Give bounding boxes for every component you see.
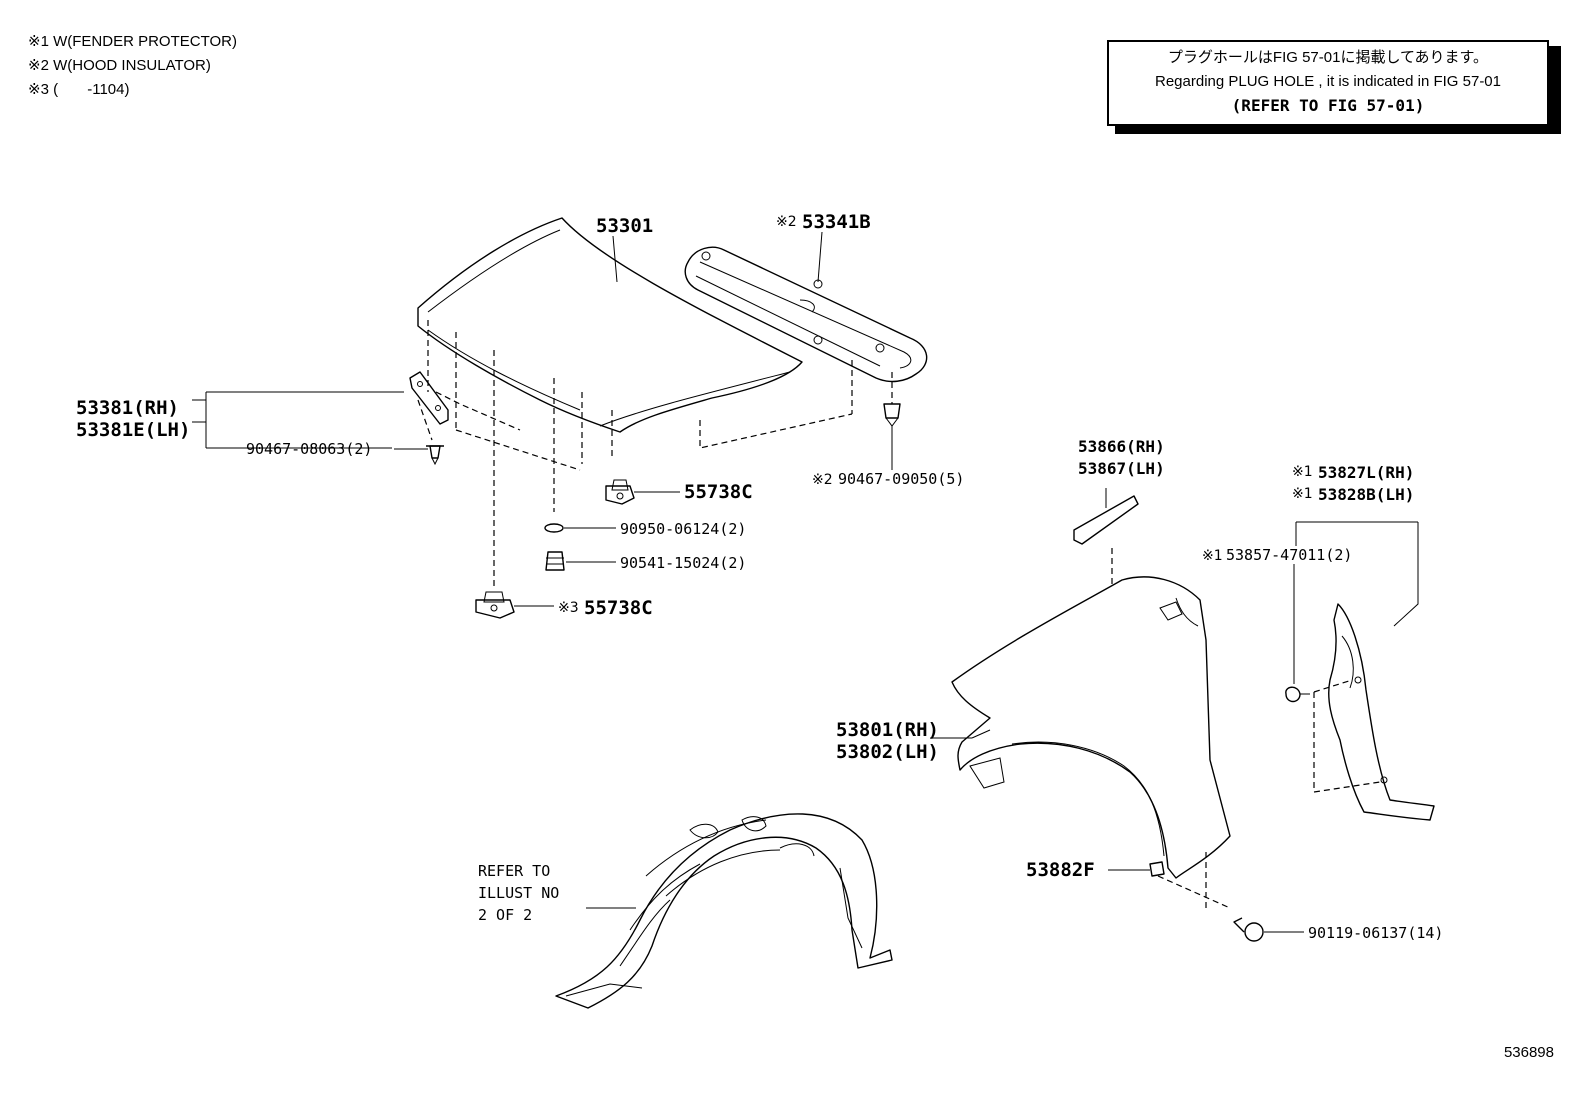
label-protector-rh: 53827L(RH) xyxy=(1318,463,1414,482)
hood-insulator[interactable] xyxy=(684,246,928,383)
fender-seal[interactable] xyxy=(1073,495,1139,545)
hood-nut-lower[interactable] xyxy=(475,591,515,619)
label-fender-lh: 53802(LH) xyxy=(836,741,939,763)
front-fender[interactable] xyxy=(951,576,1231,879)
hinge-clip[interactable] xyxy=(426,445,444,466)
reference-line-jp: プラグホールはFIG 57-01に掲載してあります。 xyxy=(1167,49,1489,66)
hood-cushion[interactable] xyxy=(545,551,565,571)
fender-liner[interactable] xyxy=(555,813,893,1009)
label-bracket: 53882F xyxy=(1026,859,1095,881)
mark-hood-insulator: ※2 xyxy=(776,214,797,230)
label-liner-ref-3: 2 OF 2 xyxy=(478,906,532,924)
hood-nut[interactable] xyxy=(605,479,635,505)
hood-panel[interactable] xyxy=(417,217,803,433)
mark-insulator-clip: ※2 xyxy=(812,472,833,488)
label-washer: 90950-06124(2) xyxy=(620,520,746,538)
label-protector-clip: 53857-47011(2) xyxy=(1226,546,1352,564)
figure-id: 536898 xyxy=(1503,1044,1554,1061)
fender-protector[interactable] xyxy=(1328,603,1435,821)
label-hood-nut: 55738C xyxy=(684,481,753,503)
label-hinge-lh: 53381E(LH) xyxy=(76,419,190,441)
fender-bracket[interactable] xyxy=(1149,861,1165,877)
hood-hinge[interactable] xyxy=(409,371,449,425)
note-hood-insulator: ※2 W(HOOD INSULATOR) xyxy=(28,57,211,74)
label-fender-rh: 53801(RH) xyxy=(836,719,939,741)
label-liner-ref-2: ILLUST NO xyxy=(478,884,559,902)
label-hinge-clip: 90467-08063(2) xyxy=(246,440,372,458)
label-cushion: 90541-15024(2) xyxy=(620,554,746,572)
label-seal-lh: 53867(LH) xyxy=(1078,459,1165,478)
reference-box: プラグホールはFIG 57-01に掲載してあります。 Regarding PLU… xyxy=(1107,40,1549,126)
fender-bolt[interactable] xyxy=(1233,917,1264,942)
mark-hood-nut-lower: ※3 xyxy=(558,600,579,616)
label-hood: 53301 xyxy=(596,215,653,237)
note-fender-protector: ※1 W(FENDER PROTECTOR) xyxy=(28,33,237,50)
mark-protector-rh: ※1 xyxy=(1292,464,1313,480)
reference-line-en: Regarding PLUG HOLE , it is indicated in… xyxy=(1155,73,1501,90)
washer[interactable] xyxy=(544,523,564,533)
mark-protector-lh: ※1 xyxy=(1292,486,1313,502)
label-insulator: 53341B xyxy=(802,211,871,233)
protector-clip[interactable] xyxy=(1285,686,1310,703)
label-protector-lh: 53828B(LH) xyxy=(1318,485,1414,504)
label-liner-ref-1: REFER TO xyxy=(478,862,550,880)
label-bolt: 90119-06137(14) xyxy=(1308,924,1443,942)
reference-line-fig: (REFER TO FIG 57-01) xyxy=(1231,96,1425,115)
label-hood-nut-lower: 55738C xyxy=(584,597,653,619)
mark-protector-clip: ※1 xyxy=(1202,548,1223,564)
note-date-range: ※3 ( -1104) xyxy=(28,81,130,98)
label-insulator-clip: 90467-09050(5) xyxy=(838,470,964,488)
label-hinge-rh: 53381(RH) xyxy=(76,397,179,419)
insulator-clip[interactable] xyxy=(883,403,901,427)
label-seal-rh: 53866(RH) xyxy=(1078,437,1165,456)
